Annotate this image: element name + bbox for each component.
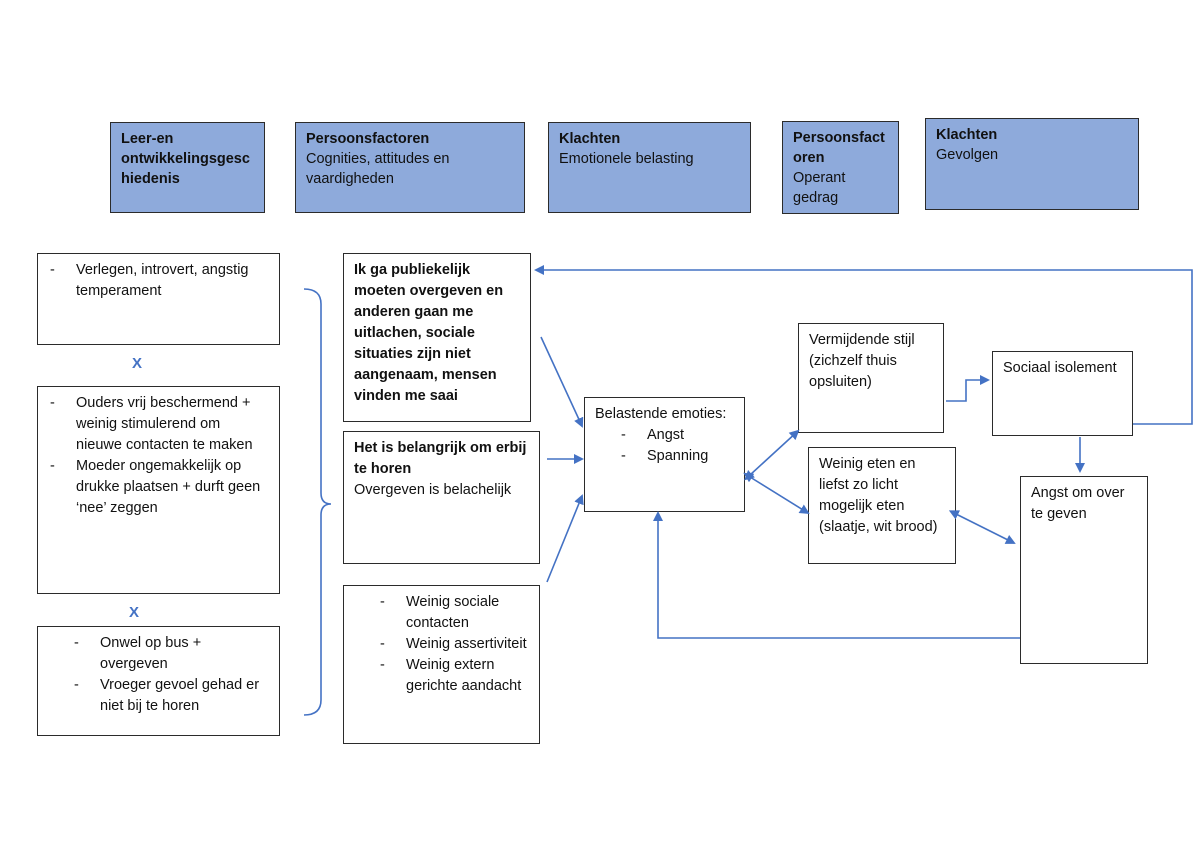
header-subtitle: Emotionele belasting xyxy=(559,151,694,167)
arrow-emotions-eating xyxy=(743,472,810,515)
header-complaints-consequences: Klachten Gevolgen xyxy=(925,118,1139,210)
list-item: Moeder ongemakkelijk op drukke plaatsen … xyxy=(48,456,269,519)
eating-text: Weinig eten en liefst zo licht mogelijk … xyxy=(819,456,938,535)
arrow-skills-to-emotions xyxy=(546,494,584,583)
list-item: Weinig sociale contacten xyxy=(354,592,529,634)
arrow-fear-to-emotions xyxy=(653,511,1020,639)
header-title: Persoonsfact oren xyxy=(793,130,885,166)
header-complaints-emotional: Klachten Emotionele belasting xyxy=(548,122,751,213)
list-item: Spanning xyxy=(595,446,734,467)
emotions-title: Belastende emoties: xyxy=(595,406,727,422)
header-subtitle: Operant gedrag xyxy=(793,170,846,206)
curly-bracket xyxy=(303,288,332,716)
cognition-belief-text: Ik ga publiekelijk moeten overgeven en a… xyxy=(354,262,504,404)
arrow-avoidance-isolation xyxy=(946,375,990,402)
header-history: Leer-en ontwikkelingsgesc hiedenis xyxy=(110,122,265,213)
header-title: Leer-en ontwikkelingsgesc hiedenis xyxy=(121,131,250,187)
header-subtitle: Gevolgen xyxy=(936,147,999,163)
skills-box: Weinig sociale contacten Weinig assertiv… xyxy=(343,585,540,744)
header-person-factors-operant: Persoonsfact oren Operant gedrag xyxy=(782,121,899,214)
list-item: Vroeger gevoel gehad er niet bij te hore… xyxy=(48,675,269,717)
list-item: Onwel op bus + overgeven xyxy=(48,633,269,675)
eating-box: Weinig eten en liefst zo licht mogelijk … xyxy=(808,447,956,564)
isolation-box: Sociaal isolement xyxy=(992,351,1133,436)
header-title: Klachten xyxy=(559,131,621,147)
attitude-text: Het is belangrijk om erbij te horen xyxy=(354,440,527,477)
emotions-box: Belastende emoties: Angst Spanning xyxy=(584,397,745,512)
multiply-mark: X xyxy=(129,604,140,621)
history-parents-box: Ouders vrij beschermend + weinig stimule… xyxy=(37,386,280,594)
history-temperament-box: Verlegen, introvert, angstig temperament xyxy=(37,253,280,345)
list-item: Weinig assertiviteit xyxy=(354,634,529,655)
fear-box: Angst om over te geven xyxy=(1020,476,1148,664)
multiply-mark: X xyxy=(132,355,143,372)
cognition-attitudes-box: Het is belangrijk om erbij te horen Over… xyxy=(343,431,540,564)
header-subtitle: Cognities, attitudes en vaardigheden xyxy=(306,151,450,187)
avoidance-box: Vermijdende stijl (zichzelf thuis opslui… xyxy=(798,323,944,433)
list-item: Verlegen, introvert, angstig temperament xyxy=(48,260,269,302)
cognition-belief-box: Ik ga publiekelijk moeten overgeven en a… xyxy=(343,253,531,422)
list-item: Ouders vrij beschermend + weinig stimule… xyxy=(48,393,269,456)
isolation-text: Sociaal isolement xyxy=(1003,360,1117,376)
arrow-belief-to-emotions xyxy=(540,336,584,428)
arrow-emotions-avoidance xyxy=(744,429,800,481)
history-events-box: Onwel op bus + overgeven Vroeger gevoel … xyxy=(37,626,280,736)
fear-text: Angst om over te geven xyxy=(1031,485,1125,522)
arrow-isolation-to-belief xyxy=(534,265,1193,425)
header-title: Klachten xyxy=(936,127,998,143)
list-item: Angst xyxy=(595,425,734,446)
header-person-factors: Persoonsfactoren Cognities, attitudes en… xyxy=(295,122,525,213)
avoidance-text: Vermijdende stijl (zichzelf thuis opslui… xyxy=(809,332,915,390)
header-title: Persoonsfactoren xyxy=(306,131,430,147)
list-item: Weinig extern gerichte aandacht xyxy=(354,655,529,697)
arrow-eating-fear xyxy=(948,510,1016,544)
attitude-text: Overgeven is belachelijk xyxy=(354,482,512,498)
